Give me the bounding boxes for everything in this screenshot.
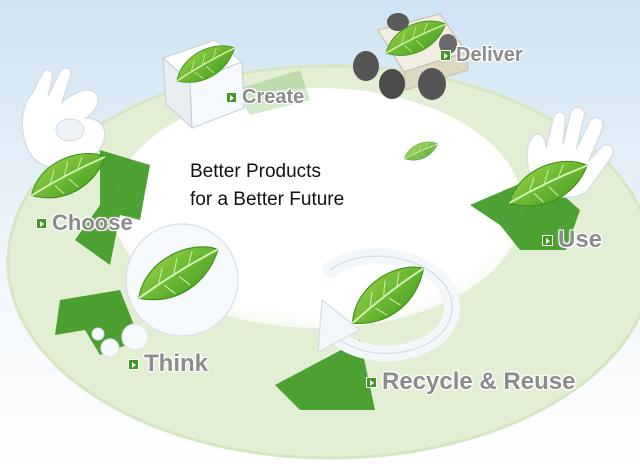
arrow-bullet-icon (440, 50, 451, 61)
step-think: Think (128, 350, 208, 378)
step-use: Use (542, 226, 602, 254)
slogan-line-2: for a Better Future (190, 189, 345, 210)
arrow-bullet-icon (366, 376, 377, 388)
slogan-line-1: Better Products (190, 161, 321, 182)
arrow-think (55, 290, 140, 355)
arrow-choose (75, 150, 150, 265)
step-label: Choose (52, 210, 133, 235)
ok-hand-icon (21, 67, 106, 169)
step-deliver: Deliver (440, 44, 523, 67)
arrow-bullet-icon (542, 234, 553, 246)
step-recycle-reuse: Recycle & Reuse (366, 368, 575, 396)
arrow-recycle (275, 340, 375, 410)
arrow-create (235, 70, 310, 115)
step-label: Deliver (456, 44, 523, 66)
arrow-bullet-icon (128, 358, 139, 370)
step-label: Think (144, 350, 208, 377)
step-create: Create (226, 86, 304, 109)
step-choose: Choose (36, 210, 133, 236)
arrow-bullet-icon (36, 217, 47, 229)
recycle-arrow-icon (317, 248, 460, 362)
center-slogan: Better Products for a Better Future (190, 158, 450, 214)
step-label: Use (558, 226, 603, 253)
step-label: Recycle & Reuse (382, 368, 576, 395)
step-label: Create (242, 86, 305, 108)
arrow-bullet-icon (226, 92, 237, 103)
